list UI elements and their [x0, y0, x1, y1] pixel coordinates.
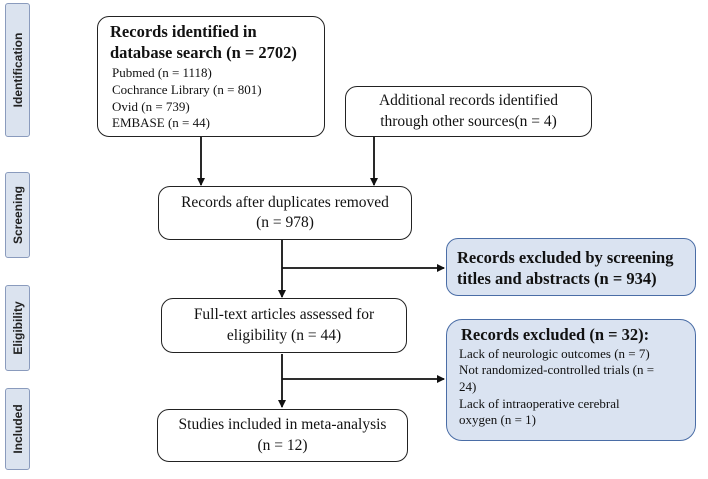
after-duplicates-line2: (n = 978) — [256, 214, 314, 231]
source-cochrane: Cochrance Library (n = 801) — [112, 81, 262, 97]
other-sources-line2: through other sources(n = 4) — [380, 112, 557, 130]
source-pubmed: Pubmed (n = 1118) — [112, 65, 212, 81]
included-studies-line1: Studies included in meta-analysis — [178, 416, 387, 434]
stage-eligibility: Eligibility — [5, 285, 30, 371]
excluded-screening-box: Records excluded by screening titles and… — [446, 238, 696, 296]
included-studies-box: Studies included in meta-analysis (n = 1… — [157, 409, 408, 462]
after-duplicates-box: Records after duplicates removed (n = 97… — [158, 186, 412, 240]
fulltext-line1: Full-text articles assessed for — [193, 306, 375, 324]
database-search-title-line2: database search (n = 2702) — [110, 42, 297, 62]
stage-screening: Screening — [5, 172, 30, 258]
after-duplicates-line1: Records after duplicates removed — [181, 193, 389, 211]
excluded-records-box: Records excluded (n = 32): Lack of neuro… — [446, 319, 696, 441]
source-embase: EMBASE (n = 44) — [112, 115, 210, 131]
other-sources-line1: Additional records identified — [378, 92, 559, 110]
database-search-box: Records identified in database search (n… — [97, 16, 325, 137]
reason-line: Lack of intraoperative cerebral — [459, 395, 620, 411]
source-ovid: Ovid (n = 739) — [112, 98, 190, 114]
exclusion-reasons: Lack of neurologic outcomes (n = 7) Not … — [459, 346, 689, 429]
stage-identification: Identification — [5, 3, 30, 137]
reason-line: 24) — [459, 378, 477, 394]
source-list: Pubmed (n = 1118) Cochrance Library (n =… — [112, 65, 314, 132]
fulltext-box: Full-text articles assessed for eligibil… — [161, 298, 407, 353]
other-sources-box: Additional records identified through ot… — [345, 86, 592, 137]
reason-line: oxygen (n = 1) — [459, 412, 537, 428]
excluded-screening-line1: Records excluded by screening — [457, 248, 674, 267]
excluded-records-title: Records excluded (n = 32): — [461, 325, 650, 344]
fulltext-line2: eligibility (n = 44) — [226, 326, 342, 344]
stage-included: Included — [5, 388, 30, 470]
excluded-screening-line2: titles and abstracts (n = 934) — [457, 269, 657, 289]
reason-line: Lack of neurologic outcomes (n = 7) — [459, 345, 650, 361]
included-studies-line2: (n = 12) — [257, 436, 308, 454]
reason-line: Not randomized-controlled trials (n = — [459, 362, 655, 378]
database-search-title-line1: Records identified in — [110, 22, 257, 41]
